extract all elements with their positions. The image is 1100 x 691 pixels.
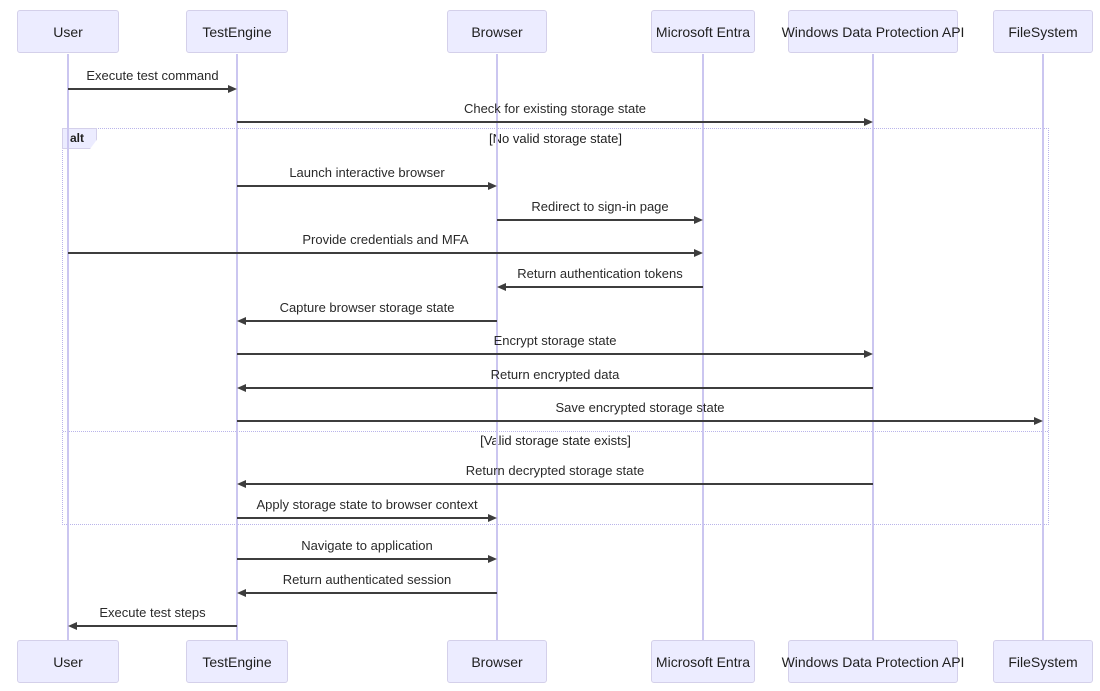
- message-line-4: [68, 252, 695, 254]
- message-line-0: [68, 88, 229, 90]
- participant-browser-top: Browser: [447, 10, 547, 53]
- message-line-7: [237, 353, 865, 355]
- message-label-2: Launch interactive browser: [289, 165, 445, 180]
- message-label-1: Check for existing storage state: [463, 101, 647, 116]
- participant-user-top: User: [17, 10, 119, 53]
- participant-testengine-top: TestEngine: [186, 10, 288, 53]
- arrowhead-9: [1034, 417, 1043, 425]
- arrowhead-0: [228, 85, 237, 93]
- participant-user-bottom: User: [17, 640, 119, 683]
- message-line-1: [237, 121, 865, 123]
- message-line-3: [497, 219, 695, 221]
- arrowhead-3: [694, 216, 703, 224]
- message-label-12: Navigate to application: [301, 538, 433, 553]
- arrowhead-14: [68, 622, 77, 630]
- message-label-13: Return authenticated session: [282, 572, 452, 587]
- arrowhead-5: [497, 283, 506, 291]
- participant-dpapi-bottom: Windows Data Protection API: [782, 640, 964, 683]
- message-label-7: Encrypt storage state: [493, 333, 617, 348]
- participant-filesystem-bottom: FileSystem: [993, 640, 1093, 683]
- alt-frame: alt [No valid storage state] [Valid stor…: [62, 128, 1049, 525]
- alt-branch2-condition: [Valid storage state exists]: [480, 433, 631, 448]
- arrowhead-11: [488, 514, 497, 522]
- participant-entra-top: Microsoft Entra: [651, 10, 755, 53]
- message-label-5: Return authentication tokens: [517, 266, 683, 281]
- message-line-13: [245, 592, 497, 594]
- arrowhead-6: [237, 317, 246, 325]
- message-label-6: Capture browser storage state: [279, 300, 455, 315]
- message-line-5: [505, 286, 703, 288]
- arrowhead-2: [488, 182, 497, 190]
- message-label-4: Provide credentials and MFA: [302, 232, 469, 247]
- arrowhead-10: [237, 480, 246, 488]
- arrowhead-4: [694, 249, 703, 257]
- arrowhead-8: [237, 384, 246, 392]
- alt-else-divider: [63, 431, 1048, 432]
- message-label-8: Return encrypted data: [490, 367, 620, 382]
- message-label-11: Apply storage state to browser context: [256, 497, 478, 512]
- lifeline-entra: [702, 54, 704, 640]
- participant-entra-bottom: Microsoft Entra: [651, 640, 755, 683]
- message-label-0: Execute test command: [86, 68, 219, 83]
- message-line-10: [245, 483, 873, 485]
- participant-filesystem-top: FileSystem: [993, 10, 1093, 53]
- message-line-12: [237, 558, 489, 560]
- lifeline-browser: [496, 54, 498, 640]
- message-label-10: Return decrypted storage state: [465, 463, 645, 478]
- participant-browser-bottom: Browser: [447, 640, 547, 683]
- lifeline-testengine: [236, 54, 238, 640]
- arrowhead-12: [488, 555, 497, 563]
- message-line-14: [76, 625, 237, 627]
- message-line-2: [237, 185, 489, 187]
- message-label-3: Redirect to sign-in page: [531, 199, 669, 214]
- message-line-6: [245, 320, 497, 322]
- message-label-9: Save encrypted storage state: [555, 400, 725, 415]
- alt-branch1-condition: [No valid storage state]: [489, 131, 622, 146]
- participant-testengine-bottom: TestEngine: [186, 640, 288, 683]
- lifeline-user: [67, 54, 69, 640]
- arrowhead-7: [864, 350, 873, 358]
- message-line-9: [237, 420, 1035, 422]
- arrowhead-1: [864, 118, 873, 126]
- alt-frame-label: alt: [62, 128, 98, 149]
- message-line-8: [245, 387, 873, 389]
- lifeline-filesystem: [1042, 54, 1044, 640]
- participant-dpapi-top: Windows Data Protection API: [782, 10, 964, 53]
- message-label-14: Execute test steps: [99, 605, 206, 620]
- message-line-11: [237, 517, 489, 519]
- arrowhead-13: [237, 589, 246, 597]
- lifeline-dpapi: [872, 54, 874, 640]
